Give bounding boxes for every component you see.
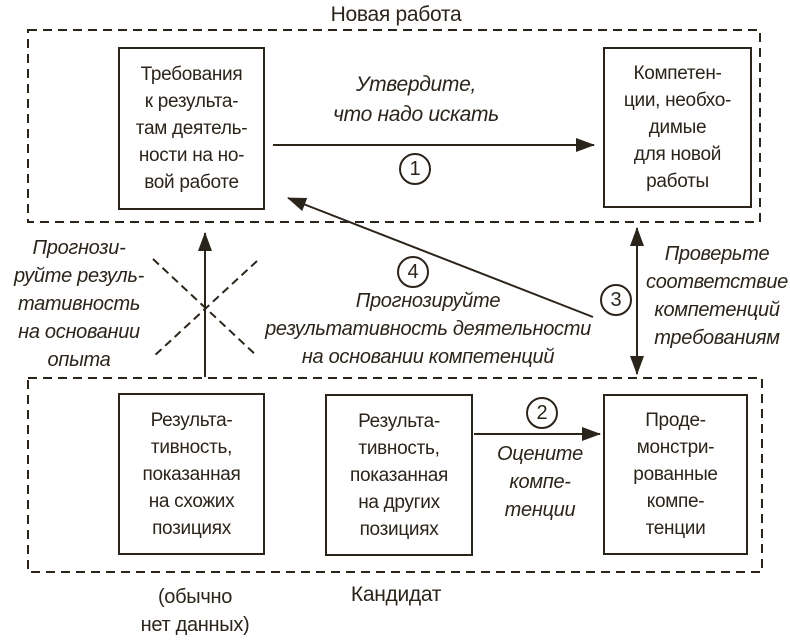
step4-label: Прогнозируйте результативность деятельно… xyxy=(265,290,591,368)
new-job-region-label: Новая работа xyxy=(330,3,462,26)
candidate-region-border xyxy=(27,377,763,573)
step4-number-badge: 4 xyxy=(397,256,429,288)
box-performance-other: Результа- тивность, показанная на других… xyxy=(325,394,473,556)
candidate-region-label: Кандидат xyxy=(350,583,442,606)
step3-number-badge: 3 xyxy=(600,284,632,316)
experience-prediction-label: Прогнози- руйте резуль- тативность на ос… xyxy=(14,237,144,371)
step2-label: Оцените компе- тенции xyxy=(497,443,583,521)
box-needed-competencies: Компетен- ции, необхо- димые для новой р… xyxy=(603,47,752,208)
box-requirements: Требования к результа- там деятель- ност… xyxy=(118,47,265,210)
new-job-region-border xyxy=(27,29,761,223)
step2-number-badge: 2 xyxy=(526,397,558,429)
step3-label: Проверьте соответствие компетенций требо… xyxy=(646,243,788,349)
cross-out-line-2 xyxy=(152,260,258,358)
box-demonstrated-competencies: Проде- монстри- рованные компе- тенции xyxy=(603,394,748,555)
step4-arrow xyxy=(287,197,594,318)
step1-number-badge: 1 xyxy=(399,153,431,185)
box-performance-similar: Результа- тивность, показанная на схожих… xyxy=(118,393,265,555)
cross-out-line-1 xyxy=(152,258,258,357)
no-data-note: (обычно нет данных) xyxy=(140,586,250,636)
step1-label: Утвердите, что надо искать xyxy=(333,73,499,126)
